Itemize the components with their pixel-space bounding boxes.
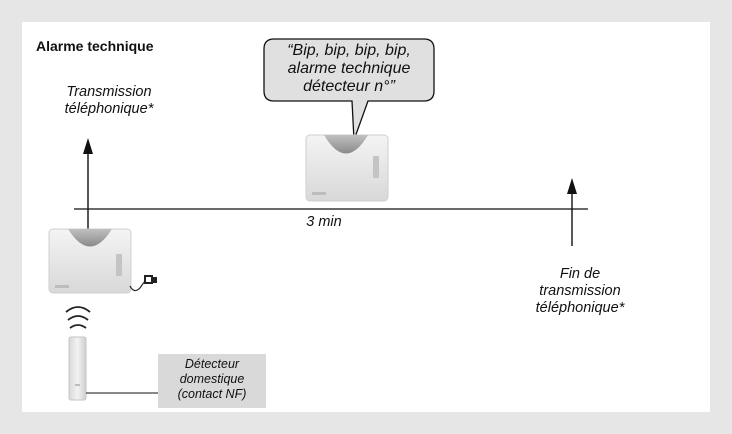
transmission-end-line-3: téléphonique* — [535, 300, 625, 316]
speech-bubble-text: “Bip, bip, bip, bip, alarme technique dé… — [262, 42, 436, 96]
speech-line-3: détecteur n°” — [303, 78, 395, 95]
transmission-end-arrow — [567, 178, 577, 246]
transmission-end-line-2: transmission — [539, 283, 621, 299]
speech-line-2: alarme technique — [287, 60, 411, 77]
diagram-title: Alarme technique — [36, 38, 154, 54]
transmission-start-line-1: Transmission — [66, 84, 152, 100]
central-siren-device — [305, 134, 389, 202]
transmission-end-line-1: Fin de — [559, 266, 601, 282]
detector-label: Détecteur domestique (contact NF) — [158, 354, 266, 408]
transmission-start-label: Transmission téléphonique* — [44, 84, 174, 118]
transmitter-device — [48, 228, 132, 294]
detector-label-line-2: domestique — [179, 372, 245, 386]
diagram-panel: Alarme technique “Bip, bip, bip, bip, al… — [22, 22, 710, 412]
transmission-start-arrow — [83, 138, 93, 230]
transmission-end-label: Fin de transmission téléphonique* — [500, 266, 660, 317]
radio-waves-icon — [65, 306, 91, 329]
speech-line-1: “Bip, bip, bip, bip, — [287, 42, 411, 59]
detector-label-line-3: (contact NF) — [177, 387, 247, 401]
diagram-graphics — [48, 38, 588, 401]
speech-bubble — [263, 38, 435, 141]
detector-label-line-1: Détecteur — [184, 357, 240, 371]
phone-connector-icon — [129, 275, 157, 292]
duration-label: 3 min — [306, 214, 342, 230]
domestic-detector-device — [68, 336, 87, 401]
transmission-start-line-2: téléphonique* — [64, 101, 154, 117]
